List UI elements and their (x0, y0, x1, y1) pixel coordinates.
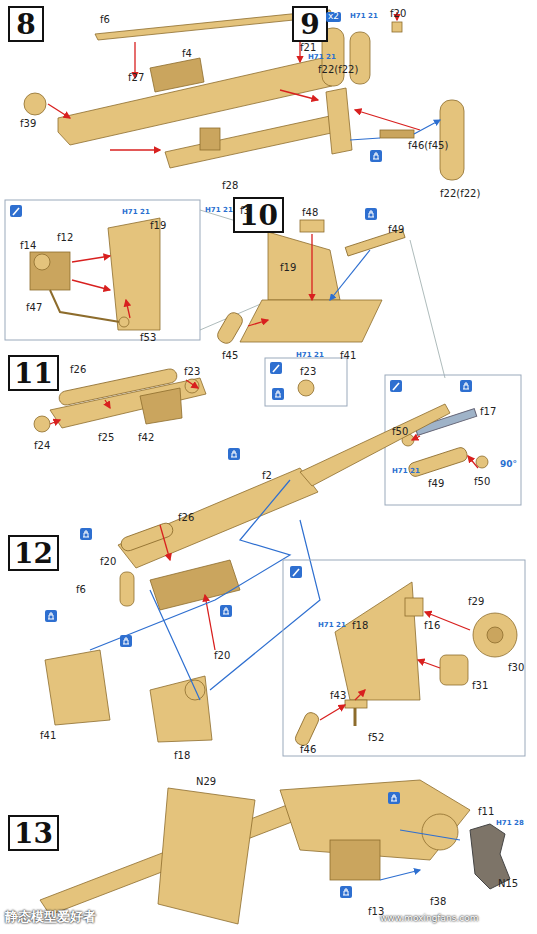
step-label: 13 (14, 817, 53, 850)
paint-code: H71 21 (318, 622, 346, 630)
part-label: f20 (390, 8, 406, 19)
paint-code: H71 21 (296, 352, 324, 360)
watermark: www.moxingfans.com (380, 914, 479, 924)
part-label: f11 (478, 806, 494, 817)
paint-code: H71 21 (122, 209, 150, 217)
part-label: N29 (196, 776, 216, 787)
part-label: f14 (20, 240, 36, 251)
part-label: f17 (480, 406, 496, 417)
part-label: f27 (128, 72, 144, 83)
watermark: 静态模型爱好者 (5, 910, 96, 924)
part-label: f41 (340, 350, 356, 361)
step-number: 9 (292, 6, 328, 42)
part-label: f52 (368, 732, 384, 743)
part-label: f30 (508, 662, 524, 673)
part-label: f19 (280, 262, 296, 273)
part-label: f18 (174, 750, 190, 761)
step-label: 8 (16, 8, 35, 41)
part-label: f4 (182, 48, 192, 59)
part-label: f22(f22) (440, 188, 480, 199)
step-label: 12 (14, 537, 53, 570)
part-label: f45 (222, 350, 238, 361)
step-label: 11 (14, 357, 53, 390)
part-label: f20 (214, 650, 230, 661)
part-label: f29 (468, 596, 484, 607)
part-label: f26 (70, 364, 86, 375)
part-label: f42 (138, 432, 154, 443)
part-label: f43 (330, 690, 346, 701)
part-label: f48 (302, 207, 318, 218)
part-label: f49 (428, 478, 444, 489)
part-label: f46 (300, 744, 316, 755)
step-label: 9 (300, 8, 319, 41)
part-label: f6 (100, 14, 110, 25)
part-label: f23 (300, 366, 316, 377)
part-label: f39 (20, 118, 36, 129)
part-label: 90° (500, 460, 517, 470)
part-label: f12 (57, 232, 73, 243)
step-number: 12 (8, 535, 59, 571)
part-label: f24 (34, 440, 50, 451)
part-label: f6 (76, 584, 86, 595)
part-label: f50 (392, 426, 408, 437)
part-label: f26 (178, 512, 194, 523)
part-label: f50 (474, 476, 490, 487)
part-label: f2 (262, 470, 272, 481)
part-label: f16 (424, 620, 440, 631)
part-label: N15 (498, 878, 518, 889)
part-label: f22(f22) (318, 64, 358, 75)
step-number: 8 (8, 6, 44, 42)
part-label: f20 (100, 556, 116, 567)
part-label: f28 (222, 180, 238, 191)
part-label: f47 (26, 302, 42, 313)
part-label: f49 (388, 224, 404, 235)
paint-code: H71 28 (496, 820, 524, 828)
part-label: f53 (140, 332, 156, 343)
part-label: f41 (40, 730, 56, 741)
part-label: f3 (240, 205, 250, 216)
part-label: f38 (430, 896, 446, 907)
paint-code: H71 21 (308, 54, 336, 62)
part-label: x2 (326, 12, 341, 22)
part-label: f46(f45) (408, 140, 448, 151)
paint-code: H71 21 (392, 468, 420, 476)
part-label: f18 (352, 620, 368, 631)
part-label: f23 (184, 366, 200, 377)
part-label: f19 (150, 220, 166, 231)
paint-code: H71 21 (350, 13, 378, 21)
step-number: 11 (8, 355, 59, 391)
part-label: f31 (472, 680, 488, 691)
part-label: f21 (300, 42, 316, 53)
part-label: f25 (98, 432, 114, 443)
step-number: 13 (8, 815, 59, 851)
paint-code: H71 21 (205, 207, 233, 215)
